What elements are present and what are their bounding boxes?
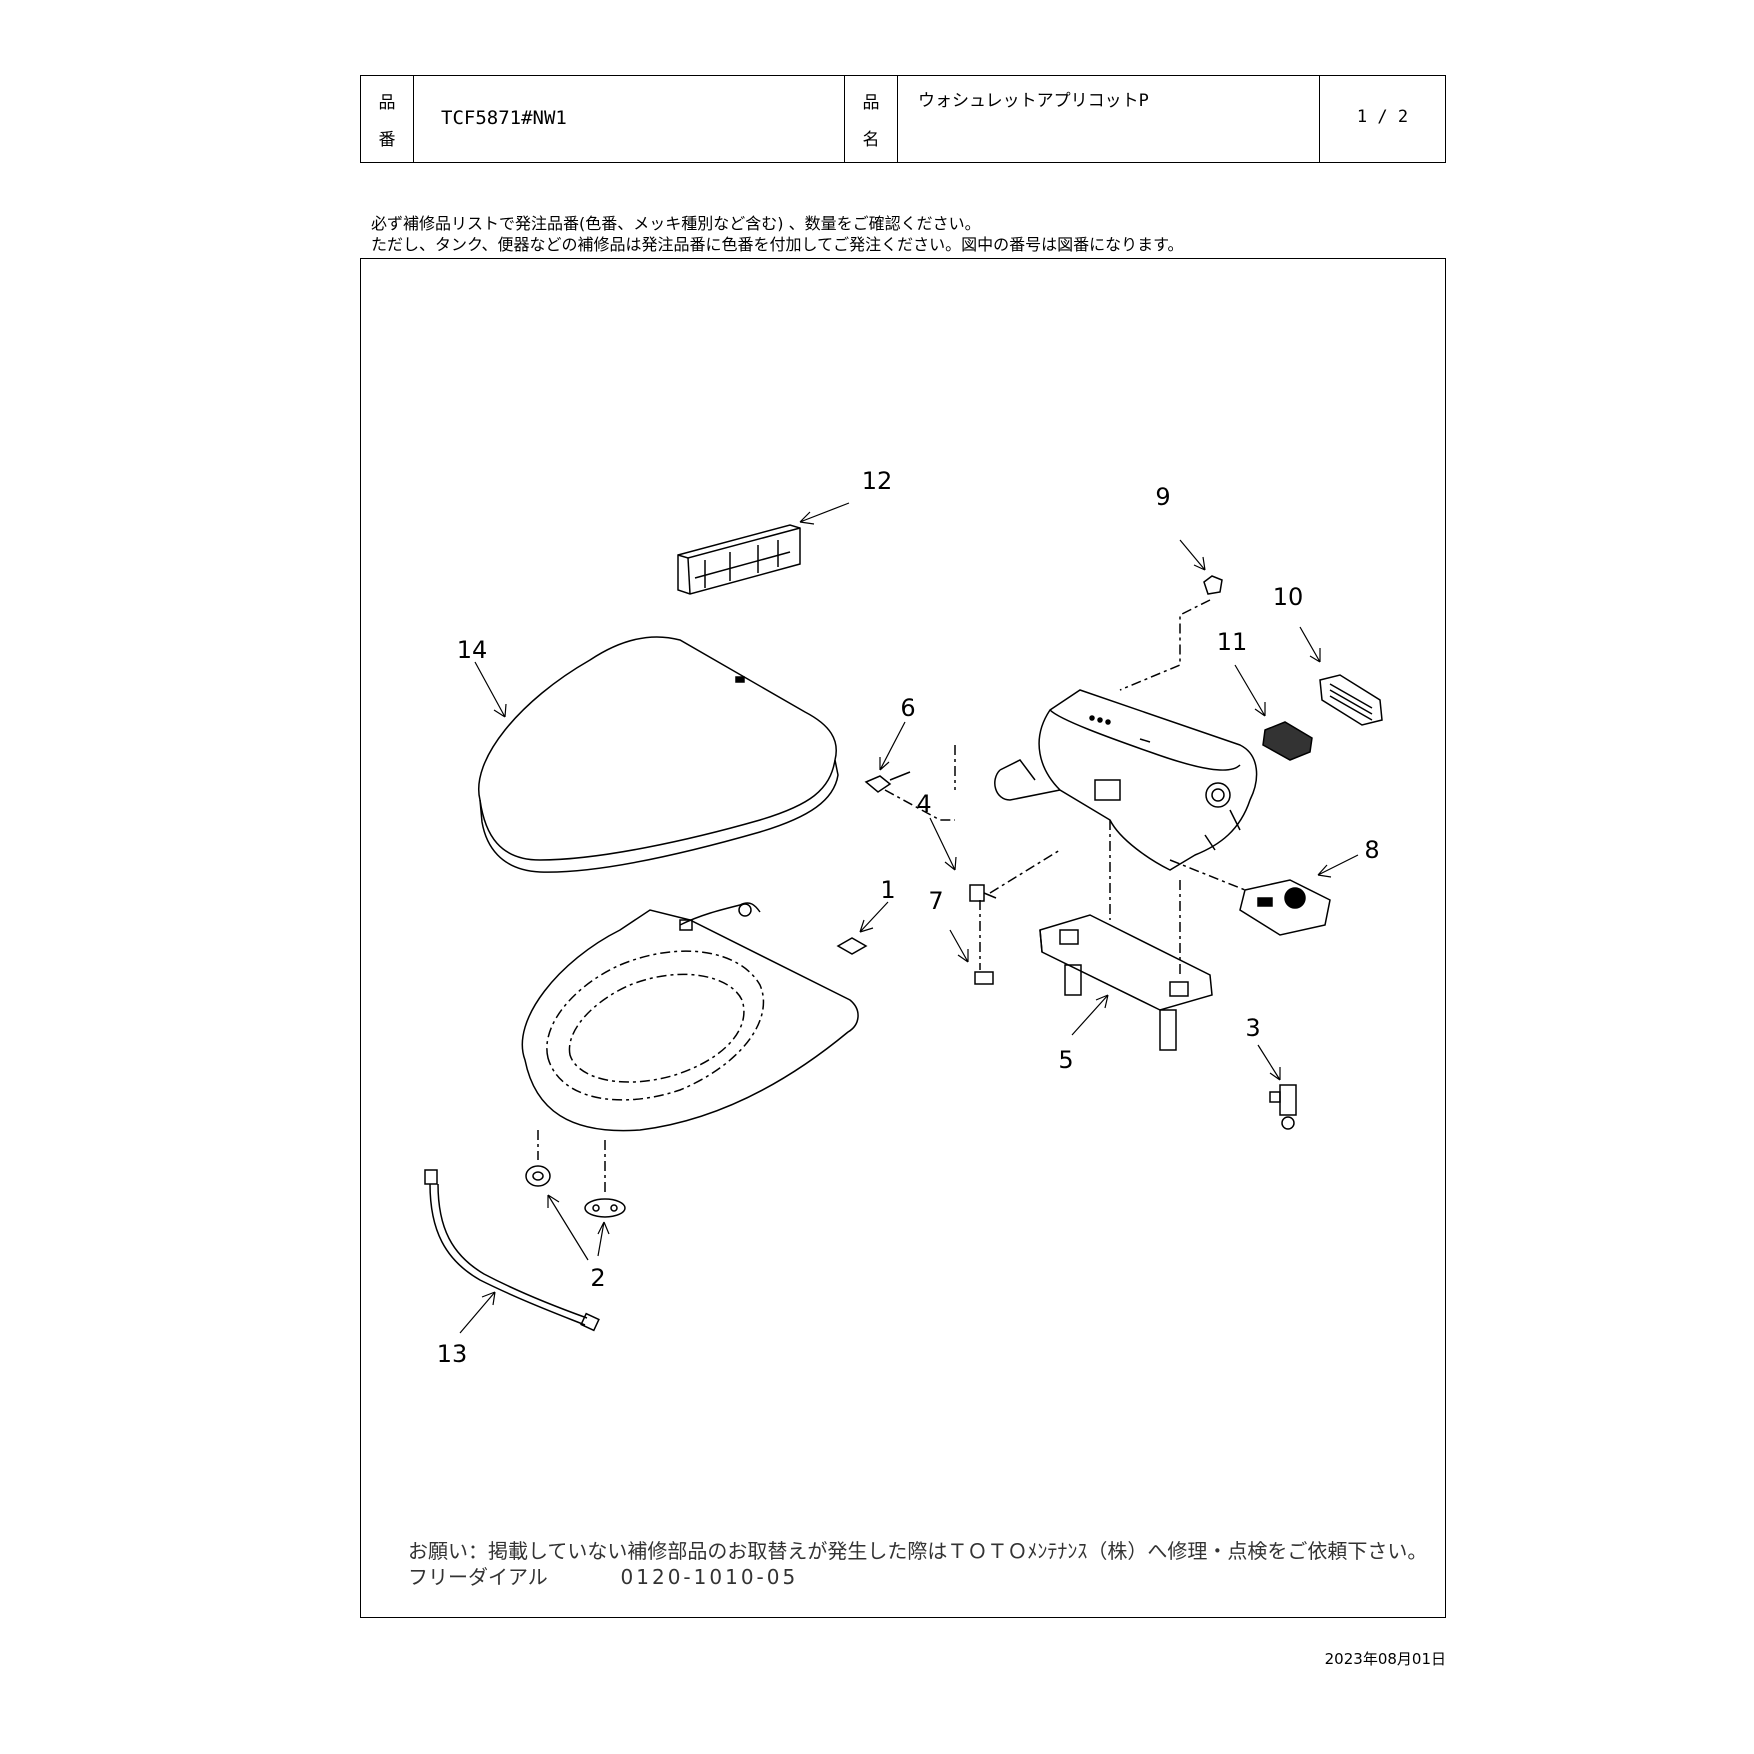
label-char: 品 bbox=[862, 93, 880, 113]
callout-5: 5 bbox=[1058, 1046, 1073, 1074]
part-filter bbox=[1262, 721, 1313, 761]
page-indicator-cell: 1 / 2 bbox=[1320, 76, 1445, 162]
issue-date: 2023年08月01日 bbox=[1324, 1650, 1446, 1668]
part-number: TCF5871#NW1 bbox=[441, 107, 567, 129]
product-name: ウォシュレットアプリコットP bbox=[918, 91, 1149, 111]
part-clips bbox=[969, 849, 1061, 985]
part-main-body bbox=[994, 689, 1258, 871]
callout-13: 13 bbox=[437, 1340, 468, 1368]
part-top-connector bbox=[1119, 575, 1223, 691]
part-number-cell: TCF5871#NW1 bbox=[414, 76, 845, 162]
callout-3: 3 bbox=[1245, 1014, 1260, 1042]
part-lid bbox=[478, 636, 839, 873]
part-seat-ring bbox=[521, 902, 859, 1132]
part-base-plate bbox=[1039, 820, 1213, 1051]
free-dial-line: フリーダイアル 0120-1010-05 bbox=[408, 1561, 798, 1590]
callout-4: 4 bbox=[916, 790, 931, 818]
free-dial-label: フリーダイアル bbox=[408, 1565, 548, 1589]
product-name-label: 品 名 bbox=[845, 76, 898, 162]
part-bottom-panel bbox=[1169, 859, 1331, 936]
title-block: 品 番 TCF5871#NW1 品 名 ウォシュレットアプリコットP 1 / 2 bbox=[360, 75, 1446, 163]
callout-11: 11 bbox=[1217, 628, 1248, 656]
part-small-square bbox=[836, 937, 868, 955]
label-char: 名 bbox=[862, 130, 880, 150]
callout-14: 14 bbox=[457, 636, 488, 664]
note-line-1: 必ず補修品リストで発注品番(色番、メッキ種別など含む) 、数量をご確認ください。 bbox=[371, 214, 981, 233]
callout-10: 10 bbox=[1273, 583, 1304, 611]
repair-request-note: お願い：掲載していない補修部品のお取替えが発生した際はＴＯＴＯﾒﾝﾃﾅﾝｽ（株）… bbox=[408, 1539, 1428, 1563]
part-supply-hose bbox=[424, 1169, 600, 1332]
callout-12: 12 bbox=[862, 467, 893, 495]
free-dial-number: 0120-1010-05 bbox=[620, 1565, 799, 1589]
part-valve bbox=[1269, 1084, 1297, 1130]
part-number-label: 品 番 bbox=[361, 76, 414, 162]
callout-1: 1 bbox=[880, 876, 895, 904]
part-remote-control bbox=[677, 524, 801, 595]
callout-9: 9 bbox=[1155, 483, 1170, 511]
page-indicator: 1 / 2 bbox=[1356, 107, 1409, 127]
label-char: 品 bbox=[378, 93, 396, 113]
part-seat-cushions bbox=[525, 1130, 626, 1218]
diagram-frame bbox=[360, 258, 1446, 1618]
callout-8: 8 bbox=[1364, 836, 1379, 864]
callout-6: 6 bbox=[900, 694, 915, 722]
leader-arrows bbox=[459, 502, 1359, 1334]
part-grille-cover bbox=[1319, 674, 1383, 726]
product-name-cell: ウォシュレットアプリコットP bbox=[898, 76, 1320, 162]
callout-7: 7 bbox=[928, 887, 943, 915]
note-line-2: ただし、タンク、便器などの補修品は発注品番に色番を付加してご発注ください。図中の… bbox=[371, 235, 1184, 254]
part-connector bbox=[864, 745, 956, 821]
callout-2: 2 bbox=[590, 1264, 605, 1292]
label-char: 番 bbox=[378, 130, 396, 150]
